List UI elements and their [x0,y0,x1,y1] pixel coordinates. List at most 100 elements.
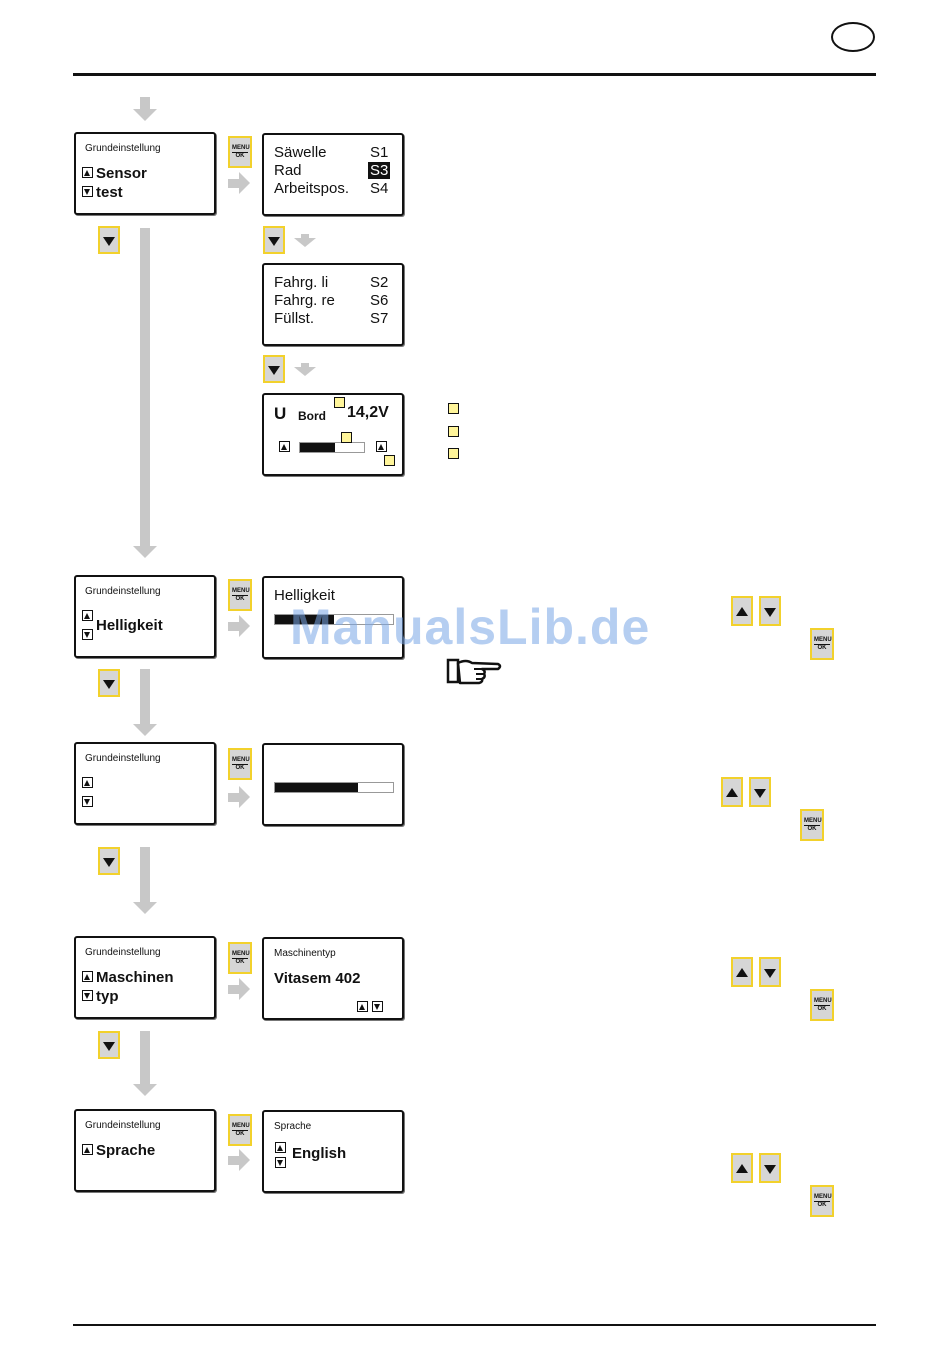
voltage-meter-fill [300,443,336,452]
sensor-code: S2 [370,274,389,291]
arrow-down-icon [275,1157,286,1168]
up-key[interactable] [731,596,753,626]
legend-marker [448,403,459,414]
menu-label-helligkeit: Helligkeit [96,617,163,634]
marker-square [384,455,395,466]
sensor-code: S4 [370,180,389,197]
flow-arrow-shaft [140,669,150,724]
flow-arrow-shaft [140,228,150,546]
legend-marker [448,426,459,437]
flow-arrow-down-icon [133,1084,157,1096]
down-key[interactable] [98,1031,120,1059]
down-key[interactable] [98,226,120,254]
voltage-value: 14,2V [347,404,389,421]
screen-sensor-test: Grundeinstellung Sensor test [74,132,216,215]
flow-arrow-shaft [228,793,239,802]
contrast-meter [274,782,394,793]
flow-arrow-shaft [301,363,309,367]
screen-helligkeit-detail: Helligkeit [262,576,404,659]
legend-marker [448,448,459,459]
marker-square [341,432,352,443]
up-key[interactable] [721,777,743,807]
screen-title: Grundeinstellung [85,586,161,597]
down-key[interactable] [759,1153,781,1183]
pointing-hand-icon [446,657,504,692]
down-key[interactable] [759,957,781,987]
arrow-up-icon [376,441,387,452]
down-key[interactable] [749,777,771,807]
arrow-down-icon [82,796,93,807]
flow-arrow-right-icon [239,172,250,194]
arrow-up-icon [279,441,290,452]
down-key[interactable] [98,669,120,697]
flow-arrow-shaft [140,1031,150,1084]
screen-sensor-list-1: Säwelle S1 Rad S3 Arbeitspos. S4 [262,133,404,216]
flow-arrow-shaft [140,847,150,902]
flow-arrow-down-icon [133,724,157,736]
screen-maschinentyp-detail: Maschinentyp Vitasem 402 [262,937,404,1020]
flow-arrow-shaft [228,1156,239,1165]
menu-label-maschinen: Maschinen [96,969,174,986]
flow-arrow-right-icon [239,786,250,808]
screen-sprache: Grundeinstellung Sprache [74,1109,216,1192]
down-key[interactable] [98,847,120,875]
down-key[interactable] [263,355,285,383]
screen-title: Maschinentyp [274,948,336,959]
menu-label-typ: typ [96,988,119,1005]
screen-title: Grundeinstellung [85,753,161,764]
voltage-label: Bord [298,409,326,423]
sensor-name: Rad [274,162,302,179]
voltage-meter [299,442,365,453]
flow-arrow-down-icon [133,902,157,914]
sensor-name: Säwelle [274,144,327,161]
menu-label-test: test [96,184,123,201]
arrow-down-icon [372,1001,383,1012]
flow-arrow-down-icon [133,109,157,121]
marker-square [334,397,345,408]
menu-label-sprache: Sprache [96,1142,156,1159]
screen-title: Grundeinstellung [85,1120,161,1131]
screen-title: Helligkeit [274,587,335,604]
brightness-meter-fill [275,615,334,624]
menu-label-sensor: Sensor [96,165,147,182]
arrow-down-icon [82,990,93,1001]
arrow-up-icon [82,777,93,788]
screen-helligkeit: Grundeinstellung Helligkeit [74,575,216,658]
sensor-code: S7 [370,310,389,327]
sensor-name: Arbeitspos. [274,180,350,197]
arrow-up-icon [82,610,93,621]
down-key[interactable] [759,596,781,626]
sensor-code: S6 [370,292,389,309]
contrast-meter-fill [275,783,358,792]
sensor-name: Fahrg. li [274,274,329,291]
sensor-name: Fahrg. re [274,292,335,309]
flow-arrow-right-icon [239,1149,250,1171]
screen-sensor-list-2: Fahrg. li S2 Fahrg. re S6 Füllst. S7 [262,263,404,346]
screen-voltage: U Bord 14,2V [262,393,404,476]
machine-type-value: Vitasem 402 [274,970,361,987]
country-badge [831,22,875,52]
arrow-up-icon [82,1144,93,1155]
footer-rule [73,1324,876,1326]
up-key[interactable] [731,957,753,987]
arrow-up-icon [82,167,93,178]
flow-arrow-right-icon [239,615,250,637]
screen-title: Grundeinstellung [85,947,161,958]
language-value: English [292,1145,347,1162]
down-key[interactable] [263,226,285,254]
arrow-up-icon [82,971,93,982]
sensor-name: Füllst. [274,310,315,327]
up-key[interactable] [731,1153,753,1183]
sensor-code-selected: S3 [368,162,391,179]
flow-arrow-shaft [228,985,239,994]
screen-sprache-detail: Sprache English [262,1110,404,1193]
